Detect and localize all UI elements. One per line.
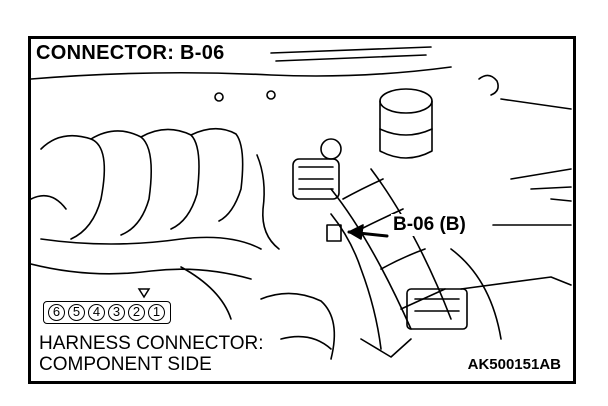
caption-line: COMPONENT SIDE xyxy=(39,354,212,375)
connector-pin-strip: 6 5 4 3 2 1 xyxy=(43,301,171,324)
harness-connector-pinout: 6 5 4 3 2 1 xyxy=(43,301,171,324)
connector-pin: 5 xyxy=(68,304,85,321)
engine-bay-illustration xyxy=(31,46,572,360)
figure-code: AK500151AB xyxy=(465,356,563,373)
connector-pin: 2 xyxy=(128,304,145,321)
connector-pin: 3 xyxy=(108,304,125,321)
connector-pin: 6 xyxy=(48,304,65,321)
connector-pin: 1 xyxy=(148,304,165,321)
connector-pin: 4 xyxy=(88,304,105,321)
diagram-title: CONNECTOR: B-06 xyxy=(34,42,229,64)
caption-line: HARNESS CONNECTOR: xyxy=(39,333,264,354)
diagram-frame: CONNECTOR: B-06 B-06 (B) 6 5 4 3 2 1 HAR… xyxy=(28,36,576,384)
connector-caption: HARNESS CONNECTOR: COMPONENT SIDE xyxy=(39,333,268,375)
connector-callout-label: B-06 (B) xyxy=(391,214,468,236)
